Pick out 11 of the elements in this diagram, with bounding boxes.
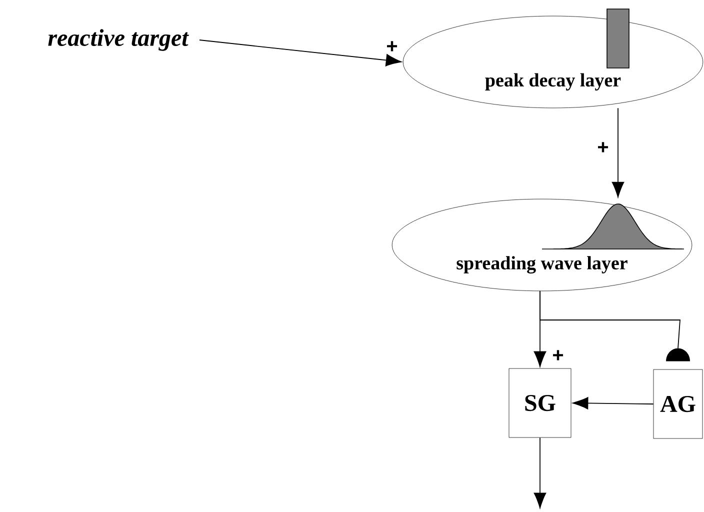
edge-label: +	[387, 41, 398, 52]
input-label: reactive target	[48, 29, 189, 51]
process-box: AG	[653, 369, 703, 439]
arrow	[572, 397, 654, 410]
arrow	[534, 437, 546, 508]
edge-label: +	[553, 350, 564, 360]
arrow	[385, 54, 402, 66]
arrow	[612, 108, 624, 198]
edge-label: +	[598, 142, 608, 152]
process-box: SG	[508, 368, 572, 438]
inhibitory-connector	[540, 290, 690, 362]
